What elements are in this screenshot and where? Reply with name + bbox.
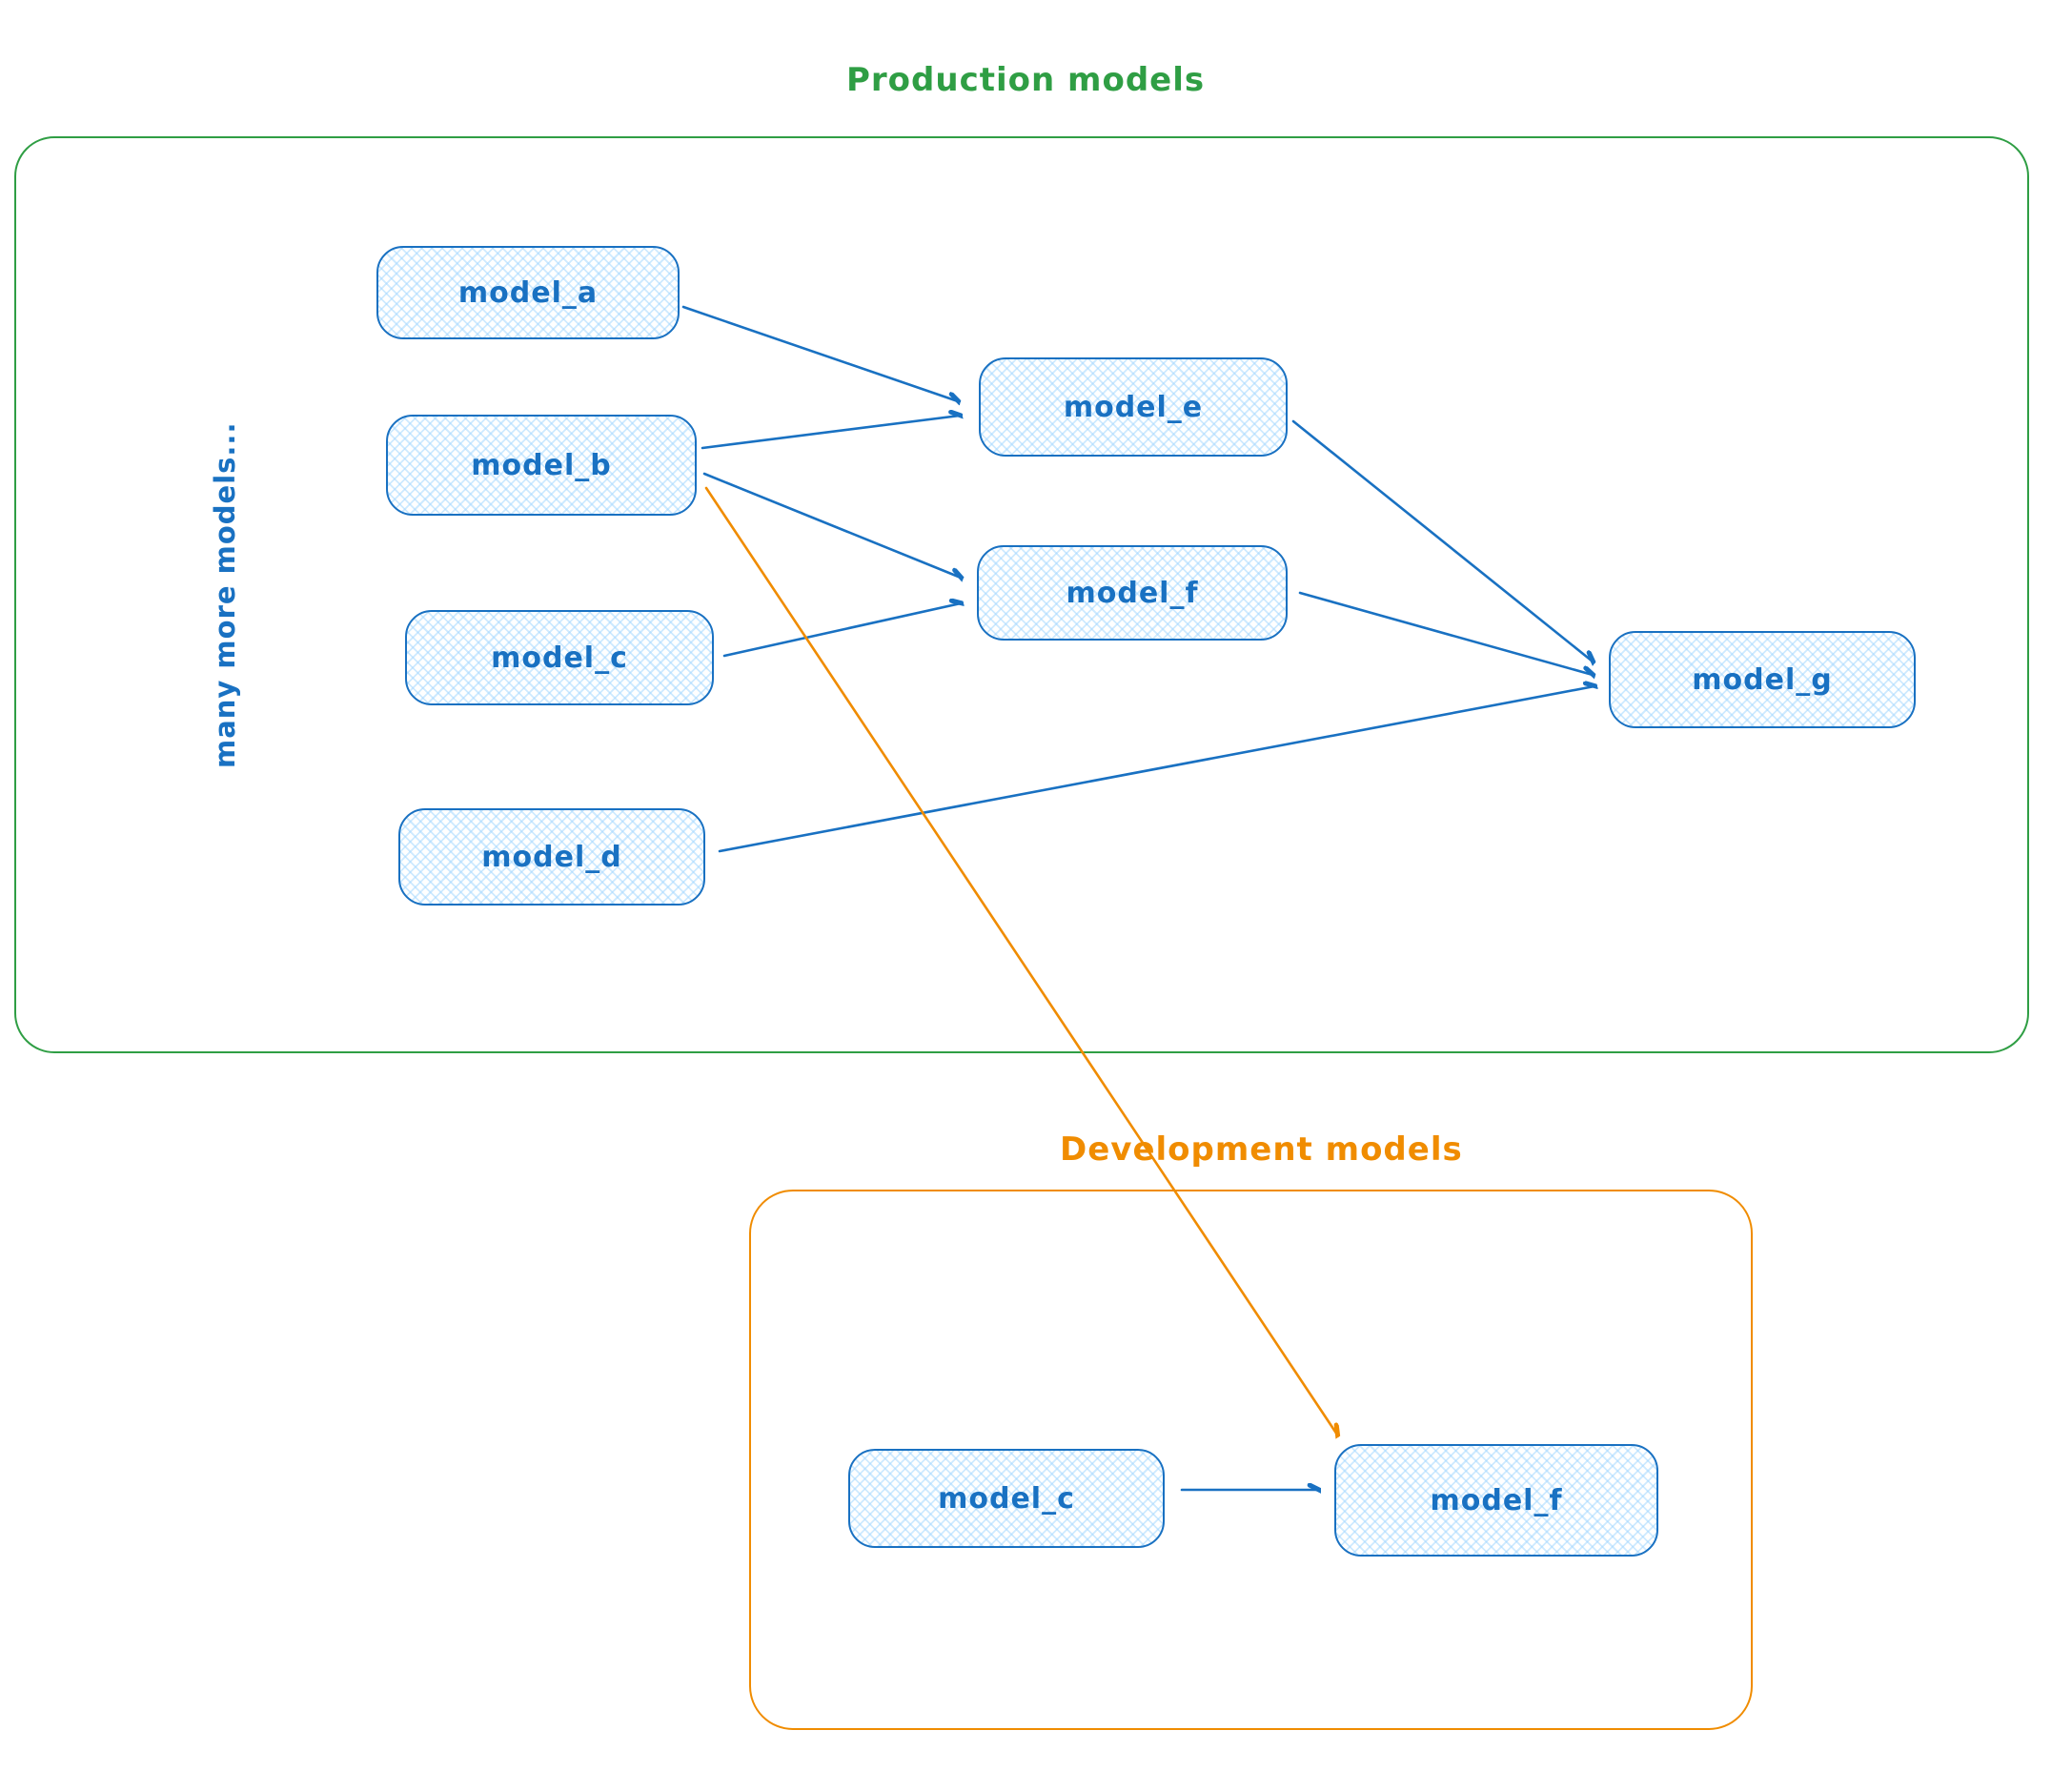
node-model-f: model_f	[977, 545, 1288, 641]
node-model-b-label: model_b	[471, 448, 612, 482]
node-model-a-label: model_a	[457, 275, 599, 310]
node-model-g: model_g	[1609, 631, 1916, 728]
node-dev-model-f: model_f	[1334, 1444, 1658, 1557]
node-model-b: model_b	[386, 415, 697, 516]
node-model-g-label: model_g	[1692, 662, 1833, 697]
node-model-e: model_e	[979, 357, 1288, 457]
node-model-d: model_d	[398, 808, 705, 906]
node-model-d-label: model_d	[481, 840, 622, 874]
node-dev-model-c-label: model_c	[938, 1481, 1075, 1516]
node-model-c: model_c	[405, 610, 714, 705]
node-model-c-label: model_c	[491, 641, 628, 675]
node-dev-model-c: model_c	[848, 1449, 1165, 1548]
node-model-f-label: model_f	[1066, 576, 1199, 610]
development-group-title: Development models	[1060, 1130, 1463, 1169]
production-group-title: Production models	[846, 61, 1206, 99]
many-more-models-label: many more models...	[209, 421, 241, 768]
node-dev-model-f-label: model_f	[1430, 1483, 1563, 1517]
node-model-a: model_a	[376, 246, 680, 339]
node-model-e-label: model_e	[1063, 390, 1204, 424]
